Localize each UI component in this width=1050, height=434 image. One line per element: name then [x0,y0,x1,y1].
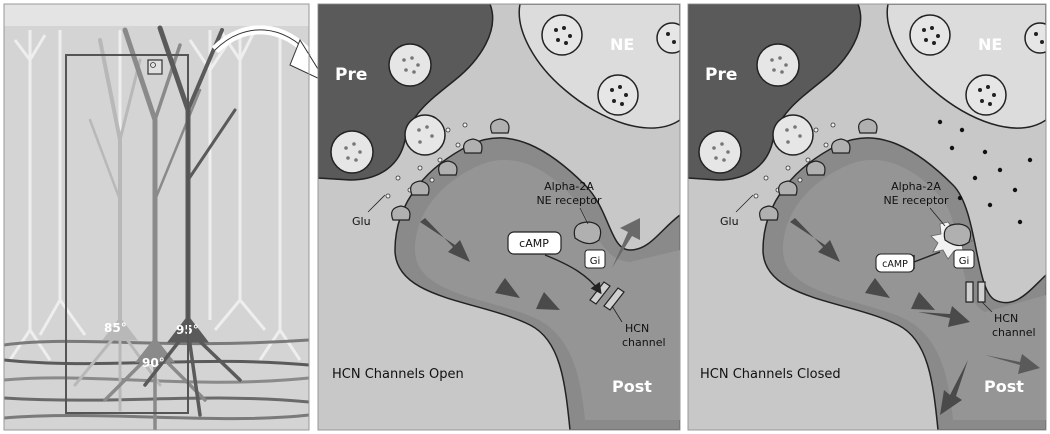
panel-hcn-open: cAMP Gi Pre NE Glu Alpha-2A NE receptor … [318,4,680,430]
released-ne-dots [937,119,1033,225]
background-neurons [8,29,302,361]
glu-label: Glu [720,215,739,228]
vesicles [698,14,1046,174]
hcn-label-line2: channel [622,336,666,349]
gi-box [584,249,606,269]
ne-receptor-protein [943,223,972,247]
gi-label: Gi [590,256,601,267]
ne-label: NE [610,35,634,54]
ne-receptor-protein [573,221,602,245]
post-label: Post [984,377,1024,396]
hcn-channel [965,281,986,303]
vesicle-contents [344,56,434,162]
receptor-label-line1: Alpha-2A [891,180,941,193]
receptor-label-line2: NE receptor [536,194,602,207]
ne-label: NE [978,35,1002,54]
panel-hcn-closed: cAMP Gi Pre NE Glu Alpha-2A NE receptor … [688,4,1046,430]
ne-vesicle-contents [554,26,676,106]
hcn-label-line1: HCN [625,322,649,335]
pre-label: Pre [705,65,737,85]
vesicle-contents [712,56,802,162]
post-label: Post [612,377,652,396]
panel-neurons: 85° 90° 95° [4,4,309,430]
hcn-label-line1: HCN [994,312,1018,325]
inhibition-bar [913,251,941,269]
current-flow-arrows [790,218,1040,415]
angle-85-label: 85° [104,321,127,335]
zoom-region-frame [65,54,189,414]
glutamate-dots [385,122,468,199]
camp-box [507,231,562,255]
receptor-label-line1: Alpha-2A [544,180,594,193]
hcn-label-line2: channel [992,326,1036,339]
gi-box [953,249,975,269]
camp-to-hcn-arrow [544,254,602,295]
angle-90-label: 90° [142,356,165,370]
receptor-label-line2: NE receptor [883,194,949,207]
current-flow-arrows [420,218,640,310]
neuron-90 [103,27,207,430]
panel-caption-open: HCN Channels Open [332,367,464,382]
camp-label: cAMP [519,237,549,250]
zoom-arrowhead [289,38,328,84]
panel-caption-closed: HCN Channels Closed [700,367,841,382]
ne-vesicle-contents [922,26,1044,106]
glutamate-receptors [759,118,878,221]
vesicles [330,14,680,174]
gi-label: Gi [959,256,970,267]
glu-label: Glu [352,215,371,228]
glutamate-receptors [391,118,510,221]
pre-label: Pre [335,65,367,85]
camp-label: cAMP [882,259,908,270]
